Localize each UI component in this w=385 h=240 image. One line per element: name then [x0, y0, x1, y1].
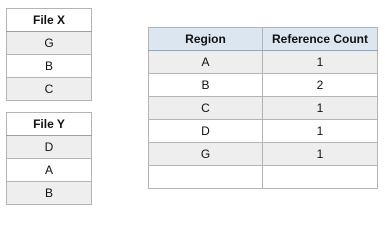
- region-cell[interactable]: D: [148, 119, 263, 143]
- file-x-cell[interactable]: G: [6, 31, 92, 55]
- region-cell[interactable]: G: [148, 142, 263, 166]
- table-row: G 1: [148, 142, 378, 166]
- file-y-header: File Y: [6, 112, 92, 136]
- file-x-header: File X: [6, 8, 92, 32]
- file-x-table: File X G B C: [6, 8, 92, 101]
- table-row: A 1: [148, 50, 378, 74]
- file-y-table: File Y D A B: [6, 112, 92, 205]
- region-cell[interactable]: [148, 165, 263, 189]
- reference-count-cell[interactable]: [262, 165, 378, 189]
- reference-count-column-header: Reference Count: [262, 27, 378, 51]
- region-cell[interactable]: C: [148, 96, 263, 120]
- table-row: B 2: [148, 73, 378, 97]
- reference-count-cell[interactable]: 1: [262, 142, 378, 166]
- reference-count-cell[interactable]: 1: [262, 96, 378, 120]
- region-cell[interactable]: A: [148, 50, 263, 74]
- reference-count-cell[interactable]: 1: [262, 119, 378, 143]
- region-column-header: Region: [148, 27, 263, 51]
- region-cell[interactable]: B: [148, 73, 263, 97]
- file-x-cell[interactable]: C: [6, 77, 92, 101]
- file-y-cell[interactable]: A: [6, 158, 92, 182]
- file-x-cell[interactable]: B: [6, 54, 92, 78]
- file-y-cell[interactable]: B: [6, 181, 92, 205]
- file-y-cell[interactable]: D: [6, 135, 92, 159]
- table-row: C 1: [148, 96, 378, 120]
- reference-count-cell[interactable]: 2: [262, 73, 378, 97]
- reference-count-cell[interactable]: 1: [262, 50, 378, 74]
- region-reference-table: Region Reference Count A 1 B 2 C 1 D 1 G…: [148, 27, 378, 189]
- table-row: D 1: [148, 119, 378, 143]
- table-row: [148, 165, 378, 189]
